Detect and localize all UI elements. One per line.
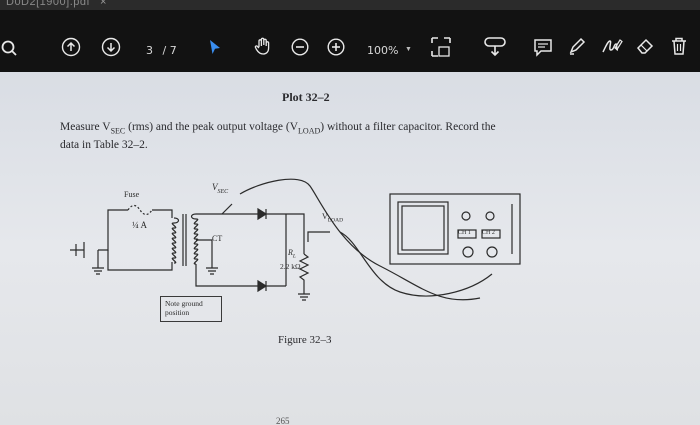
trash-icon — [672, 37, 686, 55]
figure-caption: Figure 32–3 — [278, 334, 332, 346]
instruction-text: (rms) and the peak output voltage (V — [125, 121, 299, 133]
instruction-text: ) without a filter capacitor. Record the — [320, 121, 496, 133]
fit-page-icon — [431, 37, 451, 57]
ch2-connector — [486, 246, 498, 258]
ch2-knob — [485, 211, 495, 221]
search-icon — [1, 40, 17, 56]
note-line: Note ground — [165, 299, 203, 308]
primary-wire-top — [152, 209, 173, 218]
diode-top — [250, 207, 286, 221]
power-plug — [70, 242, 85, 258]
fuse-label: Fuse — [124, 190, 140, 199]
primary-wire-bottom — [107, 250, 173, 271]
fuse-rating: ¼ A — [132, 220, 148, 230]
fit-page-button[interactable] — [428, 34, 454, 60]
instruction-subscript: LOAD — [298, 126, 321, 136]
minus-circle-icon — [291, 38, 309, 56]
load-resistor — [298, 253, 310, 294]
pdf-toolbar: 3 / 7 100% ▼ — [0, 10, 700, 72]
download-cloud-icon — [484, 37, 506, 57]
page-indicator[interactable]: 3 / 7 — [146, 44, 177, 57]
download-button[interactable] — [482, 35, 508, 59]
pen-icon — [569, 37, 586, 55]
ground-symbol — [92, 267, 104, 275]
comment-icon — [534, 39, 552, 57]
vsec-label: VSEC — [212, 182, 229, 195]
highlight-button[interactable] — [566, 35, 588, 57]
instruction-text: data in Table 32–2. — [60, 139, 148, 152]
resistor-value: 2.2 kΩ — [280, 262, 301, 271]
arrow-up-circle-icon — [61, 37, 81, 57]
ch2-input — [481, 229, 501, 239]
instruction-paragraph: Measure VSEC (rms) and the peak output v… — [60, 120, 530, 153]
load-wire — [286, 213, 305, 254]
search-button[interactable] — [0, 38, 20, 58]
plus-circle-icon — [327, 38, 345, 56]
fuse-symbol — [127, 204, 153, 216]
note-line: position — [165, 308, 190, 317]
instruction-text: Measure V — [60, 121, 111, 133]
pointer-arrow-icon — [210, 40, 220, 54]
primary-coil — [171, 217, 180, 264]
note-box: Note ground position — [160, 296, 222, 322]
comment-button[interactable] — [532, 36, 554, 58]
ground-symbol — [206, 267, 218, 275]
arrow-down-circle-icon — [101, 37, 121, 57]
delete-button[interactable] — [668, 35, 690, 57]
ct-label: CT — [212, 234, 223, 243]
ch1-knob — [461, 211, 471, 221]
oscilloscope-screen-inner — [401, 205, 445, 251]
page-separator: / — [162, 44, 167, 57]
ch2-label: CH 2 — [482, 230, 495, 236]
plug-wire — [98, 209, 128, 251]
hand-icon — [254, 37, 270, 55]
draw-button[interactable] — [600, 35, 624, 57]
chevron-down-icon: ▼ — [405, 46, 412, 53]
vload-probe-lead — [307, 231, 330, 242]
zoom-level: 100% — [367, 44, 399, 57]
page-total: 7 — [169, 44, 177, 57]
next-page-button[interactable] — [100, 36, 122, 58]
ch1-label: CH 1 — [458, 230, 471, 236]
page-number: 265 — [276, 416, 290, 425]
eraser-button[interactable] — [634, 35, 656, 57]
vload-label: VLOAD — [322, 212, 344, 224]
eraser-icon — [636, 38, 654, 54]
previous-page-button[interactable] — [60, 36, 82, 58]
browser-tab-strip: D0D2[1900].pdf × — [0, 0, 700, 10]
oscilloscope-body — [389, 193, 521, 265]
zoom-out-button[interactable] — [290, 37, 310, 57]
secondary-coil — [190, 213, 199, 265]
signature-icon — [602, 39, 623, 53]
resistor-label: RL — [288, 248, 296, 260]
secondary-bottom-wire — [195, 264, 250, 287]
pdf-page: Plot 32–2 Measure VSEC (rms) and the pea… — [0, 72, 700, 425]
center-tap-wire — [196, 239, 213, 268]
page-current: 3 — [146, 44, 153, 57]
instruction-subscript: SEC — [110, 126, 126, 136]
ch1-connector — [462, 246, 474, 258]
zoom-in-button[interactable] — [326, 37, 346, 57]
select-tool-button[interactable] — [206, 37, 224, 57]
ground-symbol — [298, 293, 310, 301]
vsec-probe-lead — [221, 203, 233, 215]
tab-close-icon[interactable]: × — [100, 0, 107, 8]
ch1-input — [457, 229, 477, 239]
oscilloscope-screen — [397, 201, 449, 255]
circuit-diagram — [70, 178, 521, 301]
tab-title[interactable]: D0D2[1900].pdf — [6, 0, 91, 8]
page-heading: Plot 32–2 — [282, 90, 330, 104]
diode-bottom — [250, 279, 286, 293]
hand-tool-button[interactable] — [252, 35, 274, 57]
vsec-probe-cable — [239, 178, 481, 301]
vload-probe-cable — [339, 231, 493, 297]
